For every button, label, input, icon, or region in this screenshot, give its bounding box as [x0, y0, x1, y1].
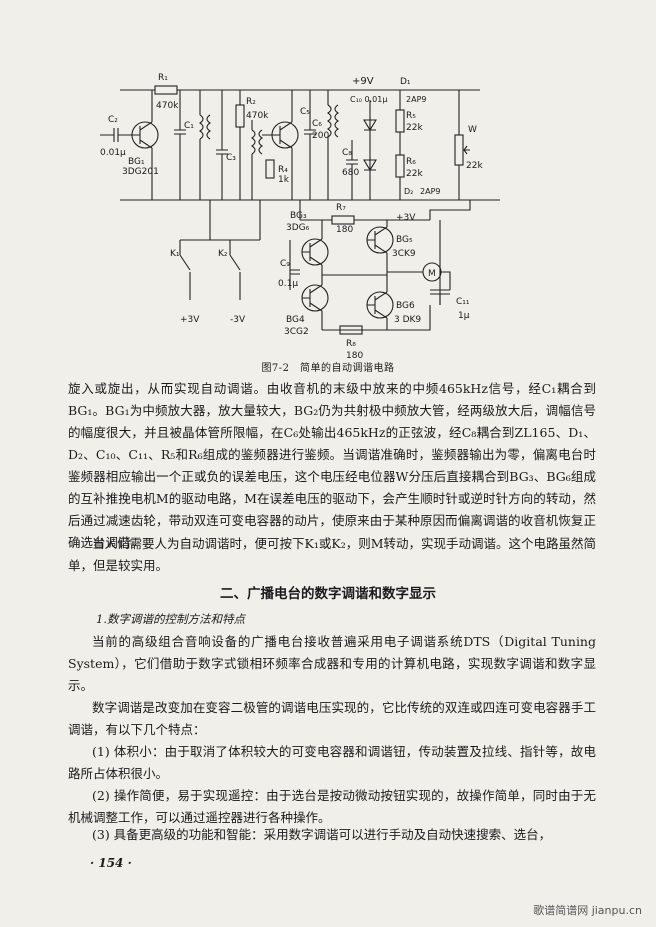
label-c2v: 0.01μ	[100, 148, 126, 158]
label-c8: C₈	[342, 148, 352, 158]
label-m3v: -3V	[230, 315, 246, 325]
figure-caption: 图7-2 简单的自动调谐电路	[261, 363, 395, 374]
paragraph-3: 当前的高级组合音响设备的广播电台接收普遍采用电子调谐系统DTS（Digital …	[68, 634, 596, 693]
label-r2: R₂	[246, 97, 256, 107]
label-c10: C₁₀ 0.01μ	[350, 95, 387, 104]
paragraph-4: 数字调谐是改变加在变容二极管的调谐电压实现的，它比传统的双连或四连可变电容器手工…	[68, 700, 596, 737]
label-c9v: 0.1μ	[278, 279, 298, 289]
label-c11: C₁₁	[456, 297, 470, 307]
label-d2: D₂	[404, 187, 413, 196]
paragraph-1: 旋入或旋出，从而实现自动调谐。由收音机的末级中放来的中频465kHz信号，经C₁…	[68, 381, 596, 550]
subsection-heading: 1.数字调谐的控制方法和特点	[96, 612, 245, 626]
label-r5v: 22k	[406, 123, 423, 133]
label-r2v: 470k	[246, 111, 269, 121]
label-c9: C₉	[280, 259, 290, 269]
label-c3: C₃	[226, 153, 236, 163]
label-bg6: BG6	[396, 301, 415, 311]
label-c6: C₆	[312, 119, 322, 129]
label-d1: D₁	[400, 77, 411, 87]
label-r1: R₁	[158, 73, 168, 83]
label-r7: R₇	[336, 203, 346, 213]
label-bg3t: 3DG₆	[286, 223, 310, 233]
circuit-diagram: R₁ 470k C₂ 0.01μ BG₁ 3DG201 C₁ R₂ 470k C…	[100, 73, 500, 360]
label-c2: C₂	[108, 115, 118, 125]
label-bg3: BG₃	[290, 211, 307, 221]
label-bg1: BG₁	[128, 157, 145, 167]
label-vplus: +9V	[352, 76, 374, 87]
label-c1: C₁	[184, 121, 194, 131]
label-r8: R₈	[346, 339, 356, 349]
label-r7v: 180	[336, 225, 353, 235]
label-m: M	[428, 269, 436, 279]
label-d1t: 2AP9	[406, 95, 426, 104]
label-k1: K₁	[170, 249, 180, 259]
label-bg6t: 3 DK9	[394, 315, 421, 325]
label-c11v: 1μ	[458, 311, 470, 321]
section-heading: 二、广播电台的数字调谐和数字显示	[220, 586, 436, 602]
label-bg5: BG₅	[396, 235, 413, 245]
label-bg4: BG4	[286, 315, 305, 325]
paragraph-7: (3) 具备更高级的功能和智能：采用数字调谐可以进行手动及自动快速搜索、选台，	[92, 827, 552, 842]
label-r4v: 1k	[278, 175, 290, 185]
label-w: W	[468, 125, 477, 135]
label-c8v: 680	[342, 168, 359, 178]
label-r8v: 180	[346, 351, 363, 360]
label-wv: 22k	[466, 161, 483, 171]
label-r6: R₆	[406, 157, 416, 167]
label-r6v: 22k	[406, 169, 423, 179]
watermark: 歌谱简谱网 jianpu.cn	[533, 904, 642, 917]
paragraph-6: (2) 操作简便，易于实现遥控：由于选台是按动微动按钮实现的，故操作简单，同时由…	[68, 788, 596, 825]
paragraph-2: 当人们需要人为自动调谐时，便可按下K₁或K₂，则M转动，实现手动调谐。这个电路虽…	[68, 536, 596, 573]
label-r4: R₄	[278, 165, 288, 175]
label-bg5t: 3CK9	[392, 249, 416, 259]
paragraph-5: (1) 体积小：由于取消了体积较大的可变电容器和调谐钮，传动装置及拉线、指针等，…	[68, 744, 596, 781]
label-bg4t: 3CG2	[284, 327, 309, 337]
label-p3v: +3V	[180, 315, 200, 325]
label-v3: +3V	[396, 213, 416, 223]
label-r1v: 470k	[156, 101, 179, 111]
label-r5: R₅	[406, 111, 416, 121]
page-number: · 154 ·	[90, 856, 132, 870]
label-c5: C₅	[300, 107, 310, 117]
label-d2t: 2AP9	[420, 187, 440, 196]
label-k2: K₂	[218, 249, 228, 259]
label-bg1t: 3DG201	[122, 167, 159, 177]
label-c6v: 200	[312, 131, 329, 141]
